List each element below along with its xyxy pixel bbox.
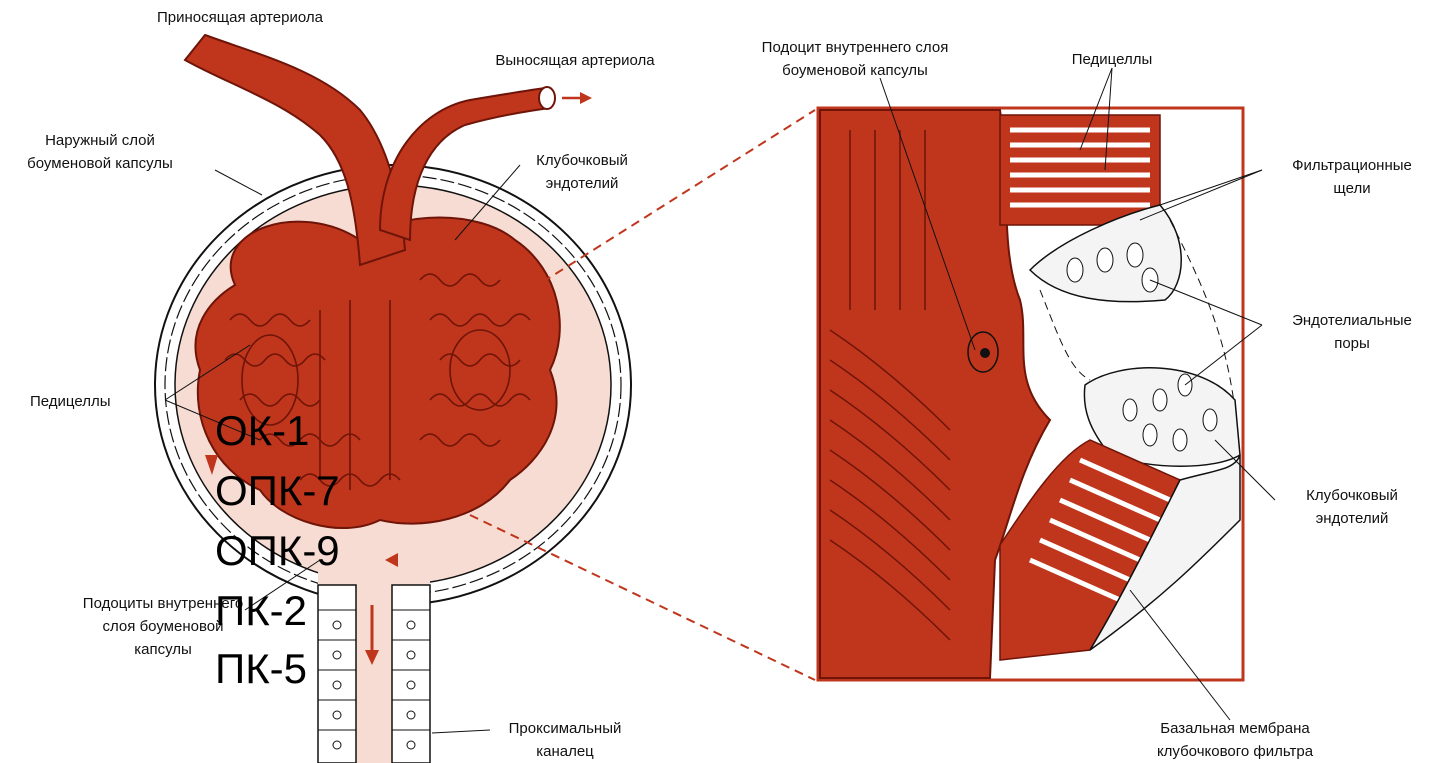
label-podocytes-3: капсулы xyxy=(134,641,192,658)
label-basal-1: Базальная мембрана xyxy=(1160,720,1310,737)
label-afferent: Приносящая артериола xyxy=(157,9,324,26)
proximal-tubule xyxy=(318,560,430,763)
label-outer-layer-2: боуменовой капсулы xyxy=(27,155,173,172)
label-proximal-2: каналец xyxy=(536,743,594,760)
label-pedicels-left: Педицеллы xyxy=(30,393,110,410)
label-endo-pores-1: Эндотелиальные xyxy=(1292,312,1412,329)
label-proximal-1: Проксимальный xyxy=(509,720,622,737)
label-efferent: Выносящая артериола xyxy=(495,52,655,69)
code-item: ОПК-7 xyxy=(215,467,340,514)
label-filtration-1: Фильтрационные xyxy=(1292,157,1412,174)
code-item: ОК-1 xyxy=(215,407,309,454)
label-podocyte-inner-1: Подоцит внутреннего слоя xyxy=(762,39,949,56)
code-item: ПК-2 xyxy=(215,587,307,634)
label-endo-pores-2: поры xyxy=(1334,335,1370,352)
code-item: ОПК-9 xyxy=(215,527,340,574)
label-podocyte-inner-2: боуменовой капсулы xyxy=(782,62,928,79)
code-item: ПК-5 xyxy=(215,645,307,692)
label-glom-endo-left-1: Клубочковый xyxy=(536,152,628,169)
label-glom-endo-right-1: Клубочковый xyxy=(1306,487,1398,504)
label-filtration-2: щели xyxy=(1333,180,1370,197)
label-podocytes-2: слоя боуменовой xyxy=(103,618,224,635)
label-glom-endo-left-2: эндотелий xyxy=(546,175,619,192)
label-outer-layer-1: Наружный слой xyxy=(45,132,155,149)
label-glom-endo-right-2: эндотелий xyxy=(1316,510,1389,527)
label-basal-2: клубочкового фильтра xyxy=(1157,743,1314,760)
pedicels-top xyxy=(1000,115,1160,225)
filtration-barrier-detail xyxy=(818,108,1243,680)
label-pedicels-right: Педицеллы xyxy=(1072,51,1152,68)
